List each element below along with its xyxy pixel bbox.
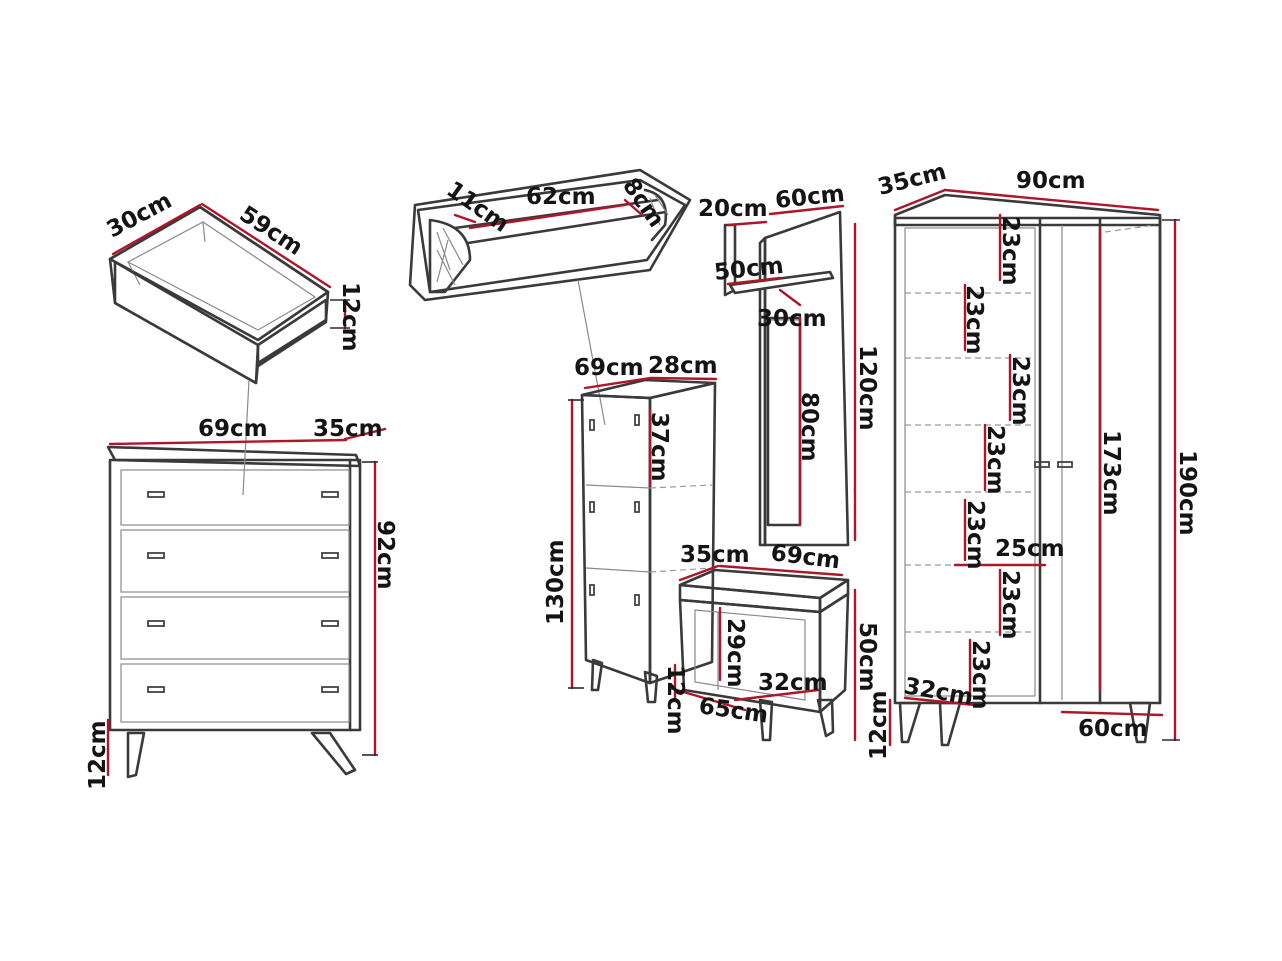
bench-inner-width-label: 32cm: [758, 670, 828, 696]
wardrobe-width-label: 90cm: [1016, 168, 1086, 194]
drawer-depth-label: 30cm: [103, 188, 177, 244]
bench-depth-label: 35cm: [680, 542, 750, 568]
bench: [668, 564, 857, 742]
chest-depth-label: 35cm: [313, 416, 383, 442]
drawer: [108, 202, 350, 385]
shelf-spacing-4: 23cm: [982, 425, 1008, 495]
mirror-height-label: 80cm: [796, 392, 822, 462]
wardrobe-bottom-label: 32cm: [902, 673, 975, 711]
shelf-spacing-3: 23cm: [1007, 356, 1033, 426]
cabinet-leg-label: 12cm: [662, 665, 688, 735]
chest-leg-label: 12cm: [85, 720, 111, 790]
shelf-spacing-1: 23cm: [997, 216, 1023, 286]
drawer-handles: [147, 491, 339, 693]
shelf-bracket-right: [643, 188, 669, 242]
drawer-height-label: 12cm: [337, 282, 363, 352]
chest-of-drawers: [106, 379, 387, 779]
bench-inner-height-label: 29cm: [722, 618, 748, 688]
panel-depth-label: 20cm: [698, 196, 768, 222]
bench-base-label: 65cm: [697, 693, 770, 728]
shelf-spacing-2: 23cm: [961, 285, 987, 355]
cabinet-width-label: 69cm: [574, 355, 644, 381]
shelf-width-label: 62cm: [526, 184, 596, 210]
bench-height-label: 50cm: [854, 622, 880, 692]
wardrobe-depth-label: 35cm: [875, 159, 949, 201]
chest-height-label: 92cm: [372, 520, 398, 590]
wall-panel: [723, 204, 857, 547]
bench-leg-label: 12cm: [866, 690, 892, 760]
shelf-spacing-6: 23cm: [997, 570, 1023, 640]
chest-width-label: 69cm: [198, 416, 268, 442]
wardrobe-base-label: 60cm: [1078, 716, 1148, 742]
shelf-depth-label: 11cm: [442, 177, 514, 238]
panel-height-label: 120cm: [854, 345, 880, 431]
wardrobe: [888, 188, 1180, 747]
cabinet-depth-label: 28cm: [648, 353, 718, 379]
shelf-spacing-5: 23cm: [962, 500, 988, 570]
wardrobe-inner-height-label: 173cm: [1098, 430, 1124, 516]
cabinet-height-label: 130cm: [543, 539, 569, 625]
hook-depth-label: 30cm: [757, 306, 827, 332]
shelf-bracket-left: [428, 218, 472, 294]
dimension-labels: 30cm 59cm 12cm 69cm 35cm 92cm 12cm 11cm …: [85, 159, 1200, 790]
panel-width-label: 60cm: [774, 181, 846, 214]
hat-shelf: [408, 168, 692, 426]
shelf-width-wardrobe-label: 25cm: [995, 536, 1065, 562]
cabinet-shelf-label: 37cm: [646, 412, 672, 482]
wardrobe-height-label: 190cm: [1174, 450, 1200, 536]
shoe-cabinet: [568, 376, 718, 704]
shelf-spacing-7: 23cm: [967, 640, 993, 710]
